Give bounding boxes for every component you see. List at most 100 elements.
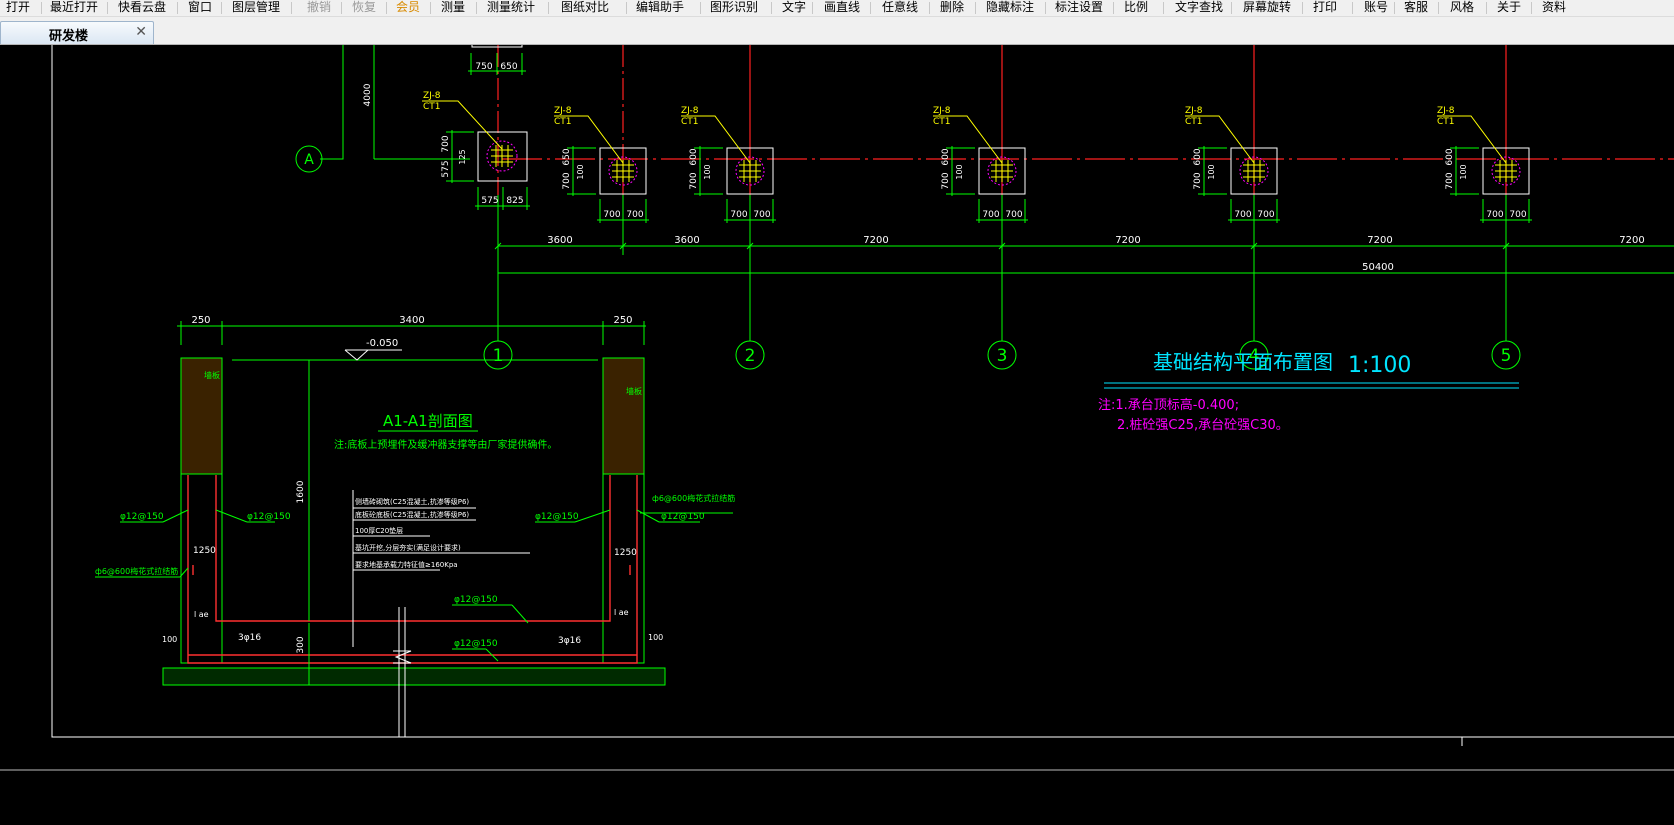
plan-scale: 1:100 — [1348, 353, 1411, 378]
pile-dim-h2: 700 — [626, 210, 643, 220]
drawing-canvas[interactable]: A 1 2 3 4 5 750 650 4000 ZJ-8 CT1 575 82… — [0, 45, 1674, 825]
menu-separator — [107, 2, 108, 14]
menu-vip[interactable]: 会员 — [396, 0, 421, 14]
pile-dim-v2: 600 — [689, 148, 699, 165]
menu-separator — [341, 2, 342, 14]
menu-measure-stats[interactable]: 测量统计 — [487, 0, 536, 14]
menu-separator — [548, 2, 549, 14]
pile-dim-h1: 700 — [1486, 210, 1503, 220]
document-tab[interactable]: 研发楼 ✕ — [0, 21, 154, 44]
menu-hide-annot[interactable]: 隐藏标注 — [986, 0, 1035, 14]
pile-leader — [681, 115, 751, 164]
menu-redo[interactable]: 恢复 — [352, 0, 377, 14]
menu-polyline[interactable]: 任意线 — [882, 0, 919, 14]
menu-separator — [975, 2, 976, 14]
rebar-label-bottom-2: φ12@150 — [454, 639, 498, 649]
span-dim-1: 3600 — [547, 235, 572, 246]
menu-recognize[interactable]: 图形识别 — [710, 0, 759, 14]
menu-delete[interactable]: 删除 — [940, 0, 965, 14]
axis-label-3: 3 — [997, 346, 1008, 366]
menu-print[interactable]: 打印 — [1313, 0, 1338, 14]
span-tick — [998, 242, 1006, 250]
menu-recent[interactable]: 最近打开 — [50, 0, 99, 14]
pile-dim-center: 100 — [703, 164, 712, 179]
pile-cap-outline — [599, 147, 647, 195]
menu-compare[interactable]: 图纸对比 — [561, 0, 610, 14]
axis-label-a: A — [304, 152, 314, 168]
menu-rotate[interactable]: 屏幕旋转 — [1243, 0, 1292, 14]
pile-cap-outline — [978, 147, 1026, 195]
pile-dim-h2: 700 — [1257, 210, 1274, 220]
menu-separator — [221, 2, 222, 14]
pile-dim-v2: 650 — [562, 148, 572, 165]
section-dim-right: 250 — [613, 315, 632, 326]
menu-measure[interactable]: 测量 — [441, 0, 466, 14]
pile-label: ZJ-8 — [554, 106, 572, 116]
menu-separator — [812, 2, 813, 14]
menu-service[interactable]: 客服 — [1404, 0, 1429, 14]
rebar-label-left-out: φ12@150 — [120, 512, 164, 522]
section-dim-left: 250 — [191, 315, 210, 326]
menu-scale[interactable]: 比例 — [1124, 0, 1149, 14]
menu-annot-settings[interactable]: 标注设置 — [1055, 0, 1104, 14]
pile-leader — [554, 115, 624, 164]
right-wall-soil — [602, 357, 645, 475]
section-height-dim: 1600 — [296, 480, 306, 503]
pile-dim-h2: 700 — [1509, 210, 1526, 220]
pile-leader — [1185, 115, 1255, 164]
pile-label: ZJ-8 — [681, 106, 699, 116]
menu-text-find[interactable]: 文字查找 — [1175, 0, 1224, 14]
canvas-background — [0, 45, 1674, 825]
anchor-right: 1250 — [614, 548, 637, 558]
menu-resources[interactable]: 资料 — [1542, 0, 1567, 14]
pile-dim-v1: 700 — [562, 172, 572, 189]
menu-separator — [386, 2, 387, 14]
pile-dim-center: 100 — [576, 164, 585, 179]
anchor-left: 1250 — [193, 546, 216, 556]
pad-dim-right: 100 — [648, 633, 663, 642]
menu-account[interactable]: 账号 — [1364, 0, 1389, 14]
pile-1-dim-v3: 575 — [441, 160, 451, 177]
total-span-dim: 50400 — [1362, 262, 1394, 273]
section-dim-middle: 3400 — [399, 315, 424, 326]
pile-label: ZJ-8 — [933, 106, 951, 116]
menu-separator — [1394, 2, 1395, 14]
pile-1-dim-v2: 125 — [458, 149, 467, 164]
menu-separator — [1352, 2, 1353, 14]
slab-dim: 300 — [296, 636, 306, 653]
menu-separator — [1045, 2, 1046, 14]
grid-lines — [295, 45, 1674, 370]
menu-about[interactable]: 关于 — [1497, 0, 1522, 14]
menu-bar: 打开 最近打开 快看云盘 窗口 图层管理 撤销 恢复 会员 测量 测量统计 图纸对比 编辑助手 图形识别… — [0, 0, 1674, 17]
plan-note-1: 注:1.承台顶标高-0.400; — [1098, 397, 1239, 413]
cap-1-label: CT1 — [423, 102, 441, 112]
menu-separator — [771, 2, 772, 14]
menu-separator — [929, 2, 930, 14]
axis-label-2: 2 — [745, 346, 756, 366]
menu-text[interactable]: 文字 — [782, 0, 807, 14]
menu-edit-helper[interactable]: 编辑助手 — [636, 0, 685, 14]
menu-separator — [476, 2, 477, 14]
menu-window[interactable]: 窗口 — [188, 0, 213, 14]
menu-line[interactable]: 画直线 — [824, 0, 861, 14]
menu-undo[interactable]: 撤销 — [307, 0, 332, 14]
pile-dim-v1: 700 — [1445, 172, 1455, 189]
menu-cloud[interactable]: 快看云盘 — [118, 0, 167, 14]
menu-open[interactable]: 打开 — [6, 0, 31, 14]
span-dim-4: 7200 — [1115, 235, 1140, 246]
close-icon[interactable]: ✕ — [135, 24, 147, 40]
pile-cap-outline — [726, 147, 774, 195]
plan-title-block: 基础结构平面布置图 1:100 注:1.承台顶标高-0.400; 2.桩砼强C2… — [1098, 350, 1519, 433]
menu-layer[interactable]: 图层管理 — [232, 0, 281, 14]
pile-dim-h1: 700 — [982, 210, 999, 220]
pile-dim-v2: 600 — [1193, 148, 1203, 165]
drawing-frame — [0, 45, 1674, 771]
pile-1-dim-h2: 825 — [506, 196, 523, 206]
menu-separator — [1531, 2, 1532, 14]
span-dim-2: 3600 — [674, 235, 699, 246]
pile-dim-h2: 700 — [753, 210, 770, 220]
menu-separator — [1438, 2, 1439, 14]
cad-drawing[interactable]: A 1 2 3 4 5 750 650 4000 ZJ-8 CT1 575 82… — [0, 45, 1674, 825]
menu-style[interactable]: 风格 — [1450, 0, 1475, 14]
